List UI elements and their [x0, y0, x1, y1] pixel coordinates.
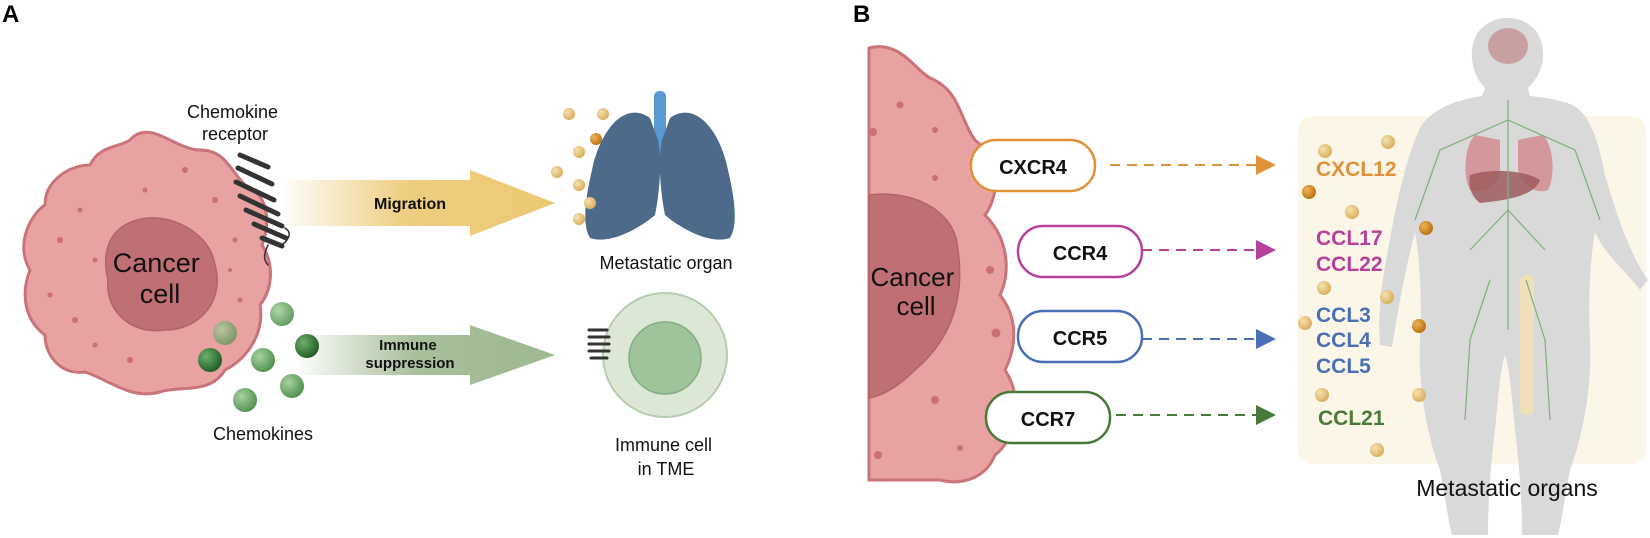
cancer-cell-b-label: Cancer cell — [870, 262, 961, 321]
ligand-ccl22: CCL22 — [1316, 253, 1383, 276]
receptor-cxcr4: CXCR4 CXCL12 — [969, 138, 1397, 193]
receptor-ccr7: CCR7 CCL21 — [984, 390, 1385, 445]
metastatic-organs-label: Metastatic organs — [1416, 475, 1598, 501]
gold-chemokines-b — [1298, 135, 1433, 457]
migration-label: Migration — [374, 196, 446, 213]
panel-b-letter: B — [853, 1, 870, 28]
immune-suppression-label: Immune suppression — [365, 337, 454, 372]
gold-chemokines-a — [551, 108, 609, 225]
receptor-ccr4: CCR4 CCL17 CCL22 — [1016, 224, 1383, 279]
cancer-cell-a: Cancer cell — [22, 130, 272, 396]
cancer-cell-a-label: Cancer cell — [113, 248, 208, 309]
chemokines-label: Chemokines — [213, 424, 313, 444]
immune-cell-icon — [587, 292, 728, 418]
ligand-ccl21: CCL21 — [1318, 407, 1385, 430]
chemokine-receptor-a — [233, 152, 290, 266]
immune-cell-label: Immune cell in TME — [615, 435, 717, 479]
svg-text:CXCR4: CXCR4 — [999, 157, 1068, 179]
panel-a-letter: A — [2, 1, 19, 28]
ligand-ccl4: CCL4 — [1316, 329, 1371, 352]
metastatic-organ-label: Metastatic organ — [599, 253, 732, 273]
receptor-label: Chemokine receptor — [187, 102, 283, 144]
receptor-ccr5: CCR5 CCL3 CCL4 CCL5 — [1016, 304, 1371, 378]
ligand-cxcl12: CXCL12 — [1316, 158, 1397, 181]
nucleus-a — [105, 217, 218, 332]
lungs-icon — [585, 91, 735, 240]
chemokines-a — [198, 302, 319, 412]
human-body-icon — [1298, 18, 1648, 535]
ligand-ccl17: CCL17 — [1316, 227, 1383, 250]
ligand-ccl3: CCL3 — [1316, 304, 1371, 327]
ligand-ccl5: CCL5 — [1316, 355, 1371, 378]
migration-arrow: Migration — [285, 170, 555, 236]
svg-text:CCR5: CCR5 — [1053, 328, 1107, 350]
svg-text:CCR4: CCR4 — [1053, 243, 1108, 265]
svg-text:CCR7: CCR7 — [1021, 409, 1075, 431]
immune-suppression-arrow: Immune suppression — [300, 325, 555, 385]
